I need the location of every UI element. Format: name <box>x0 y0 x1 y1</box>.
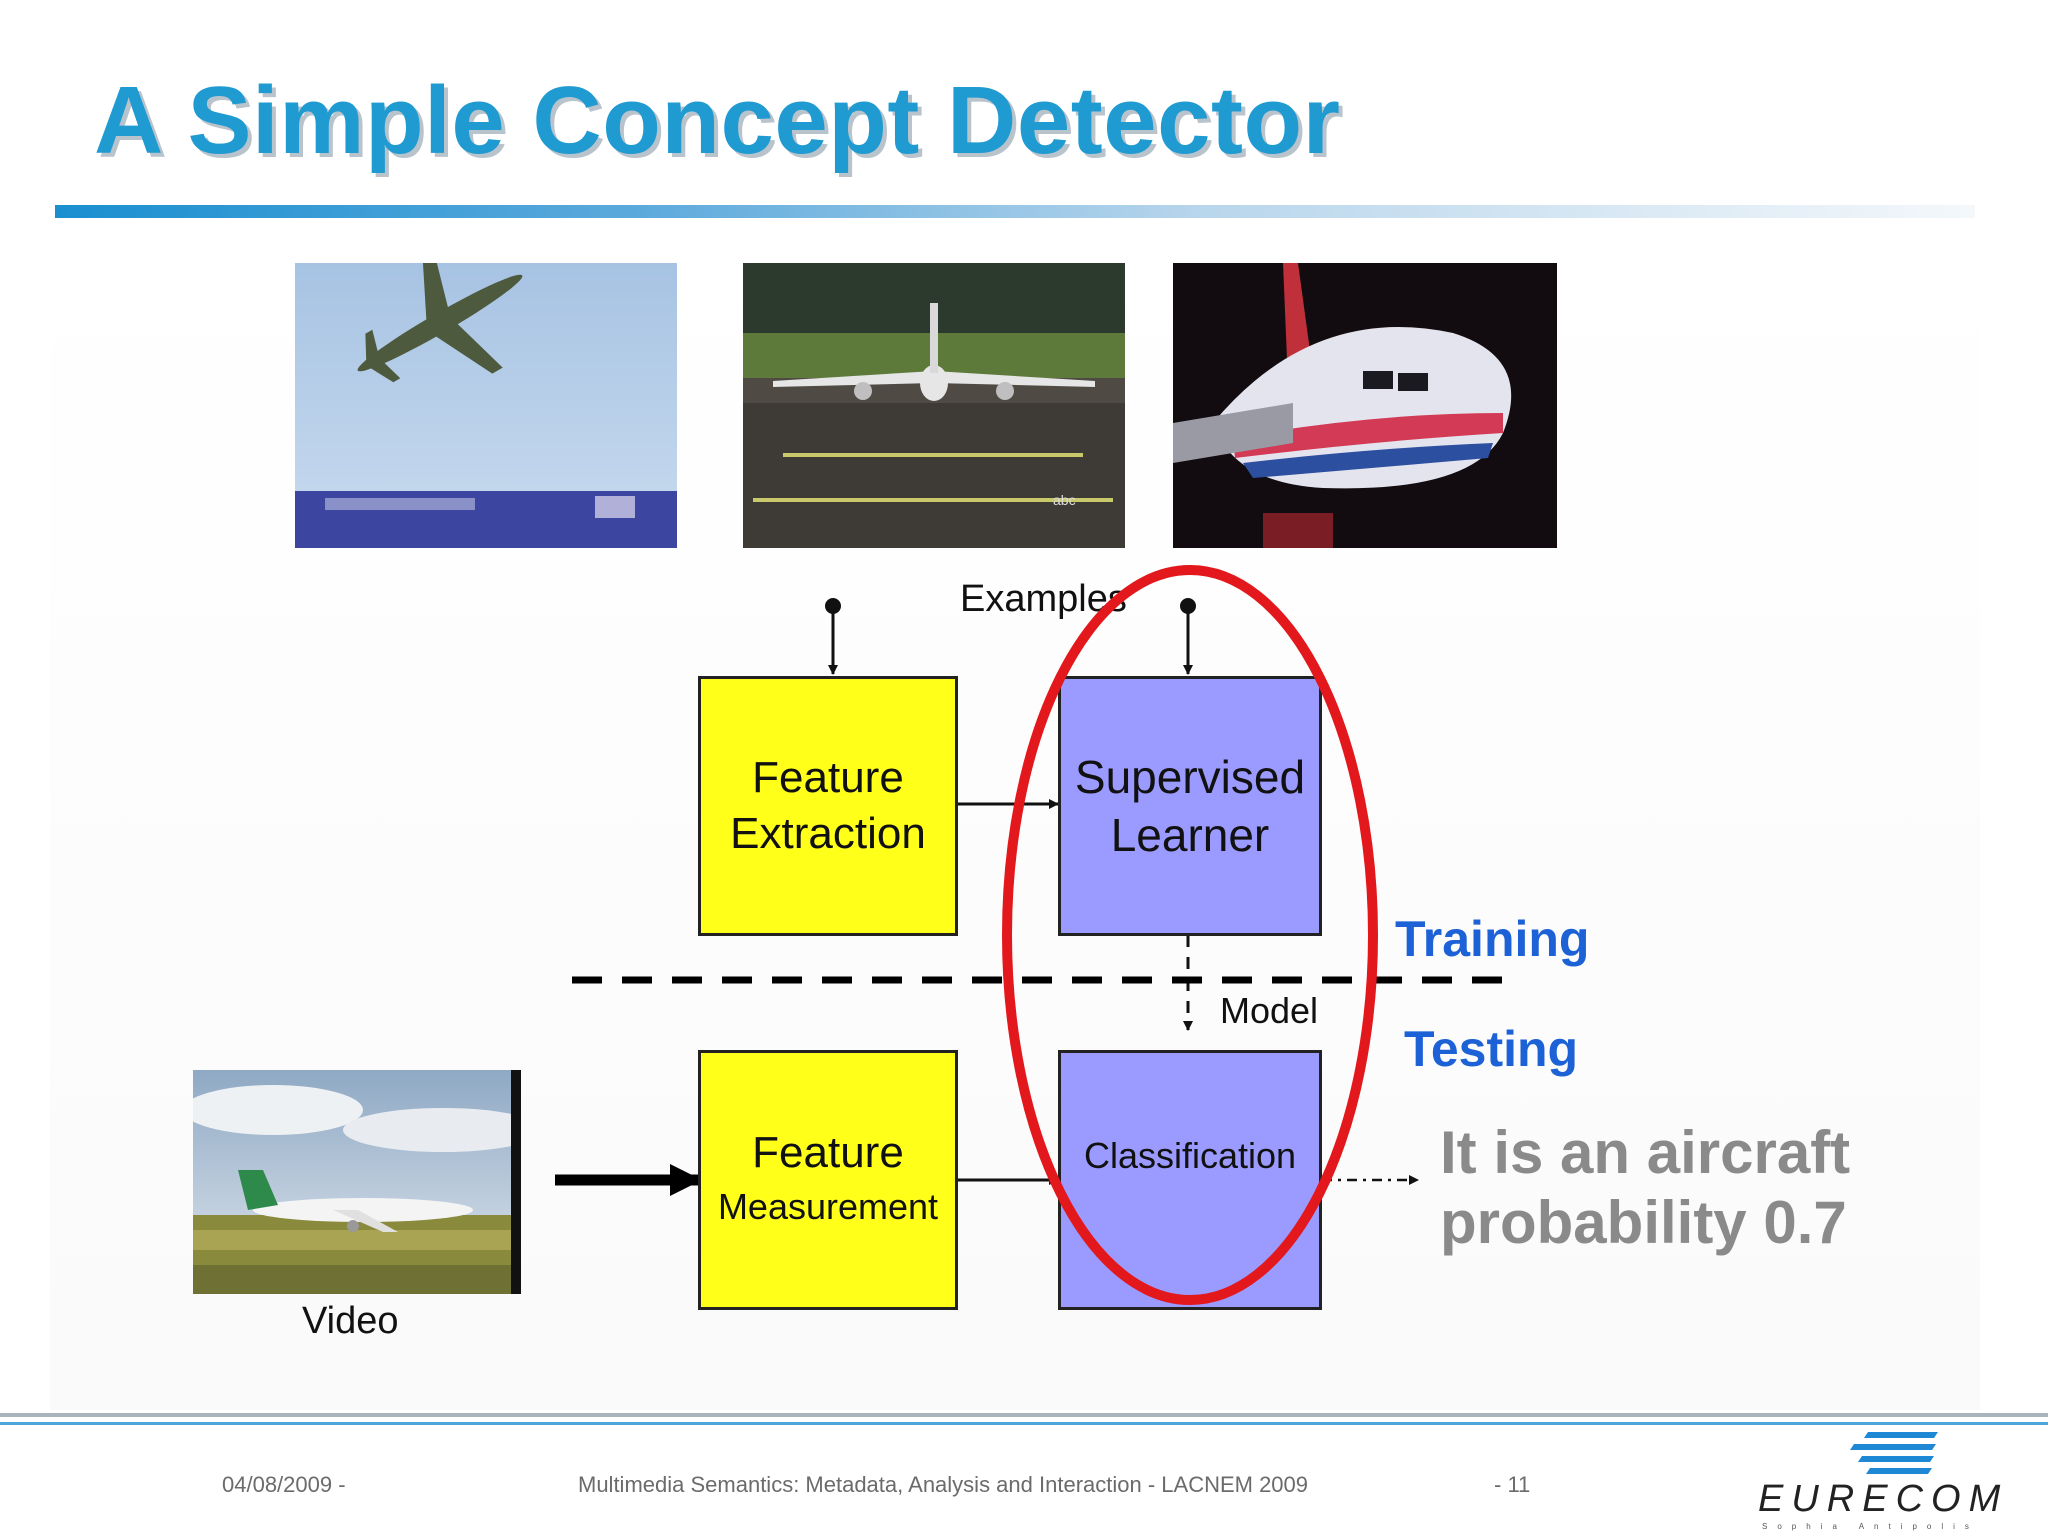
footer-presentation-title: Multimedia Semantics: Metadata, Analysis… <box>578 1472 1309 1497</box>
title-underline <box>55 205 1975 218</box>
example-image-jet-at-night <box>1173 263 1557 548</box>
supervised-learner-line-2: Learner <box>1110 809 1270 861</box>
supervised-learner-box: Supervised Learner <box>1058 676 1322 936</box>
logo-mark-icon <box>1850 1432 1938 1474</box>
video-label: Video <box>302 1300 399 1342</box>
example-image-plane-on-runway: abc <box>743 263 1125 548</box>
example-image-plane-in-flight <box>295 263 677 548</box>
eurecom-logo: EURECOM Sophia Antipolis <box>1758 1428 2020 1531</box>
footer-rule <box>0 1413 2048 1417</box>
classification-box: Classification <box>1058 1050 1322 1310</box>
feature-measurement-box: Feature Measurement <box>698 1050 958 1310</box>
slide-title: A Simple Concept Detector <box>94 67 1341 174</box>
feature-extraction-line-1: Feature <box>752 753 904 802</box>
classification-result: It is an aircraft probability 0.7 <box>1440 1118 1850 1258</box>
footer-date: 04/08/2009 - <box>222 1472 346 1497</box>
footer-accent-rule <box>0 1422 2048 1425</box>
examples-label: Examples <box>960 578 1127 620</box>
training-label: Training <box>1395 911 1590 967</box>
feature-measurement-line-2: Measurement <box>717 1186 939 1227</box>
model-label: Model <box>1220 990 1319 1031</box>
logo-subtext: Sophia Antipolis <box>1762 1522 1979 1531</box>
testing-label: Testing <box>1404 1021 1579 1077</box>
footer-page-number: - 11 <box>1494 1472 1531 1497</box>
feature-extraction-line-2: Extraction <box>730 809 926 858</box>
result-line-2: probability 0.7 <box>1440 1189 1847 1256</box>
svg-text:abc: abc <box>1053 492 1076 508</box>
feature-measurement-line-1: Feature <box>752 1128 904 1177</box>
feature-extraction-box: Feature Extraction <box>698 676 958 936</box>
logo-text: EURECOM <box>1758 1478 2009 1520</box>
result-line-1: It is an aircraft <box>1440 1119 1851 1186</box>
supervised-learner-line-1: Supervised <box>1074 751 1306 803</box>
classification-label: Classification <box>1083 1135 1297 1176</box>
input-video-thumbnail <box>193 1070 521 1294</box>
